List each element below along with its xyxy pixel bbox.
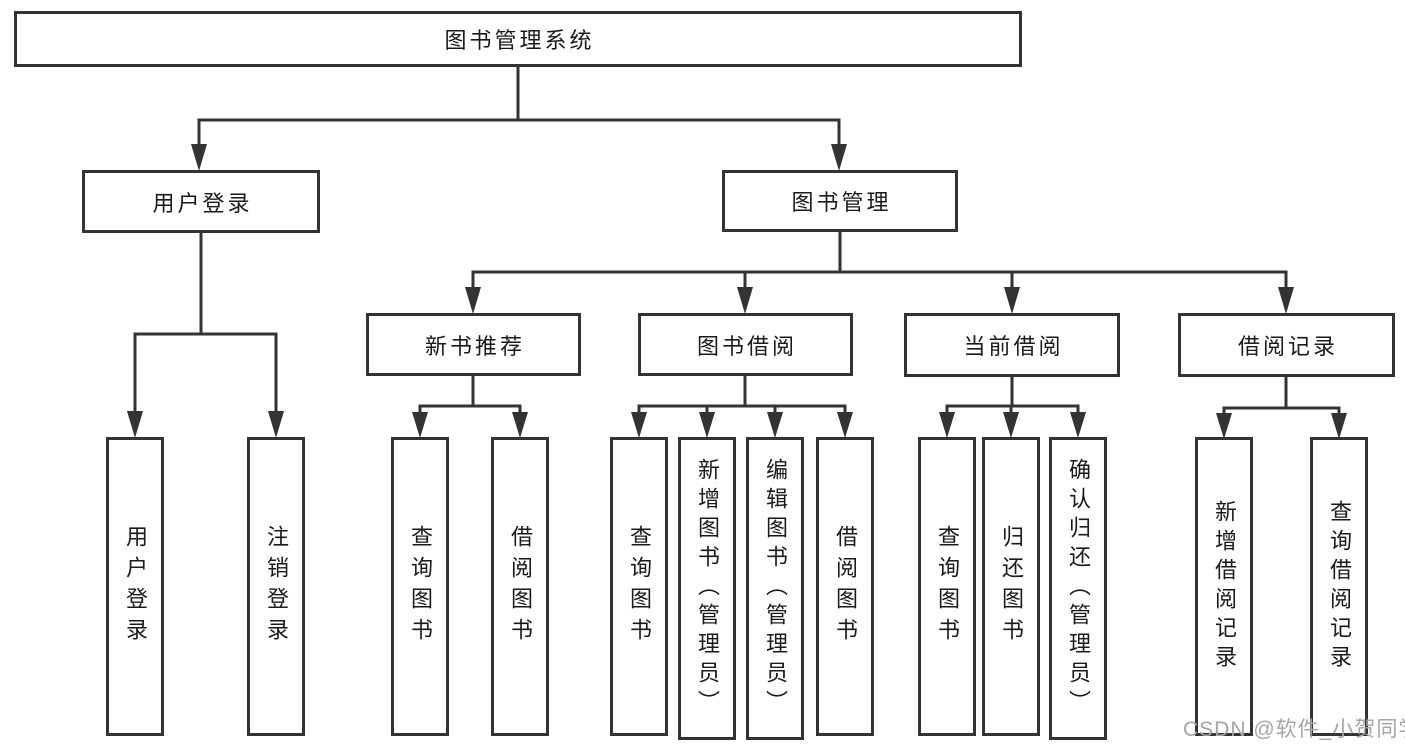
leaf-add-borrow-record: 新增借阅记录	[1195, 437, 1253, 736]
node-borrow-records: 借阅记录	[1178, 313, 1395, 377]
leaf-user-login: 用户登录	[106, 437, 164, 736]
leaf-logout: 注销登录	[247, 437, 305, 736]
leaf-borrow-borrow-books: 借阅图书	[816, 437, 874, 736]
leaf-borrow-query-books: 查询图书	[610, 437, 668, 736]
leaf-add-books-admin: 新增图书（管理员）	[678, 437, 736, 740]
leaf-confirm-return-admin: 确认归还（管理员）	[1049, 437, 1107, 740]
node-user-login: 用户登录	[82, 170, 320, 233]
node-book-borrow: 图书借阅	[638, 313, 853, 376]
leaf-current-query-books: 查询图书	[918, 437, 976, 736]
leaf-edit-books-admin: 编辑图书（管理员）	[746, 437, 804, 740]
leaf-newbooks-borrow-books: 借阅图书	[491, 437, 549, 736]
leaf-return-books: 归还图书	[982, 437, 1040, 736]
node-book-management: 图书管理	[722, 170, 958, 232]
leaf-query-borrow-record: 查询借阅记录	[1310, 437, 1368, 736]
csdn-watermark: CSDN @软件_小贺同学	[1183, 718, 1405, 741]
node-new-book-recommend: 新书推荐	[366, 313, 581, 376]
leaf-newbooks-query-books: 查询图书	[391, 437, 449, 736]
node-root-system: 图书管理系统	[14, 11, 1022, 67]
node-current-borrow: 当前借阅	[904, 313, 1120, 377]
